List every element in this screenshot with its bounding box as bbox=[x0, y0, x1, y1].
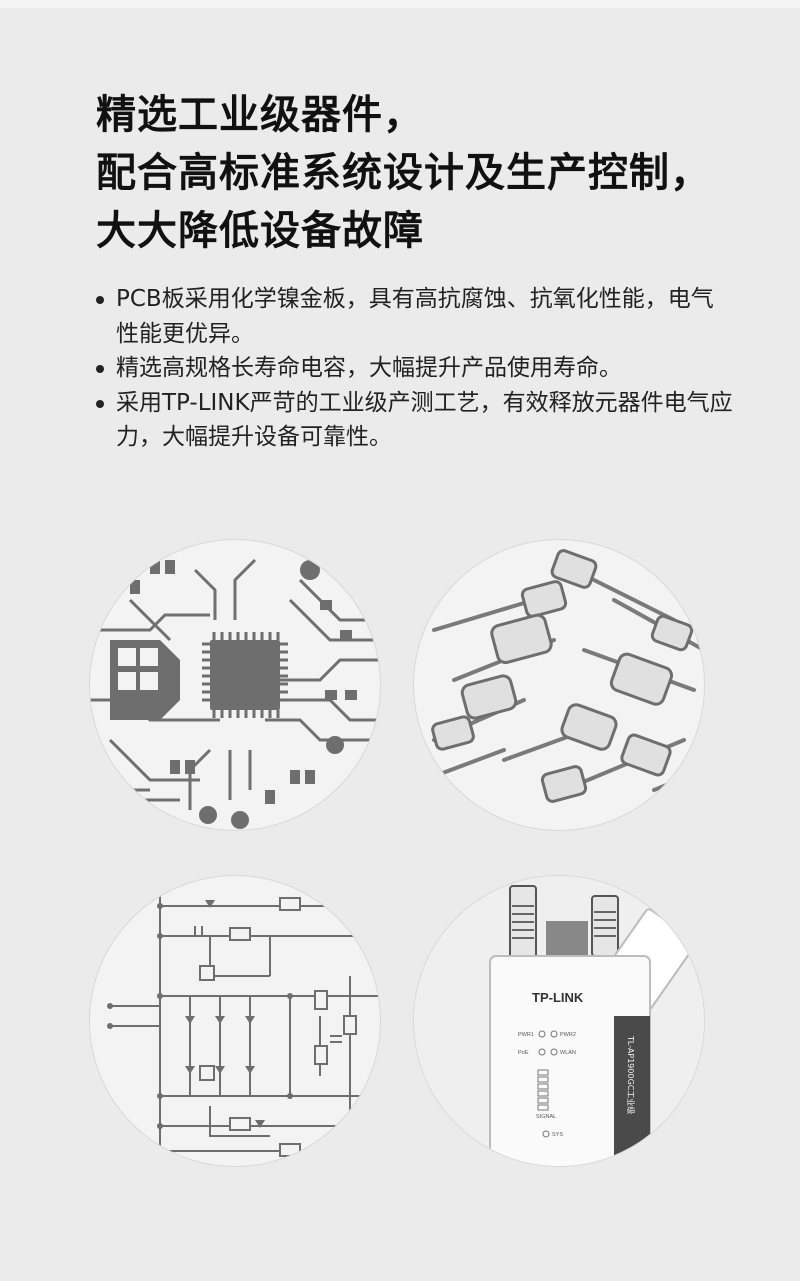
device-graphic: TP-LINK TL-AP1900GC工业级 PWR1 PWR2 PoE WLA… bbox=[414, 876, 704, 1166]
feature-list: PCB板采用化学镍金板，具有高抗腐蚀、抗氧化性能，电气性能更优异。 精选高规格长… bbox=[96, 282, 736, 455]
schematic-graphic bbox=[107, 886, 380, 1157]
sys-label: SYS bbox=[552, 1132, 563, 1138]
signal-label: SIGNAL bbox=[536, 1114, 556, 1120]
capacitor-illustration bbox=[414, 540, 704, 830]
capacitor-graphic bbox=[422, 549, 704, 803]
device-illustration: TP-LINK TL-AP1900GC工业级 PWR1 PWR2 PoE WLA… bbox=[414, 876, 704, 1166]
led-label-pwr2: PWR2 bbox=[560, 1032, 576, 1038]
feature-item-capacitor: 精选高规格长寿命电容，大幅提升产品使用寿命。 bbox=[96, 351, 736, 386]
pcb-illustration bbox=[90, 540, 380, 830]
schematic-illustration bbox=[90, 876, 380, 1166]
device-brand: TP-LINK bbox=[532, 990, 584, 1005]
led-label-pwr1: PWR1 bbox=[518, 1032, 534, 1038]
antenna-left bbox=[509, 885, 537, 967]
feature-item-testing: 采用TP-LINK严苛的工业级产测工艺，有效释放元器件电气应力，大幅提升设备可靠… bbox=[96, 386, 736, 455]
top-strip bbox=[0, 0, 800, 8]
device-model: TL-AP1900GC工业级 bbox=[626, 1035, 636, 1114]
headline-line-1: 精选工业级器件， bbox=[96, 92, 424, 138]
headline-line-3: 大大降低设备故障 bbox=[96, 208, 424, 254]
feature-item-pcb: PCB板采用化学镍金板，具有高抗腐蚀、抗氧化性能，电气性能更优异。 bbox=[96, 282, 736, 351]
led-label-poe: PoE bbox=[518, 1050, 529, 1056]
led-label-wlan: WLAN bbox=[560, 1050, 576, 1056]
pcb-graphic bbox=[90, 558, 380, 829]
headline-line-2: 配合高标准系统设计及生产控制， bbox=[96, 150, 711, 196]
headline: 精选工业级器件， 配合高标准系统设计及生产控制， 大大降低设备故障 bbox=[96, 86, 776, 260]
